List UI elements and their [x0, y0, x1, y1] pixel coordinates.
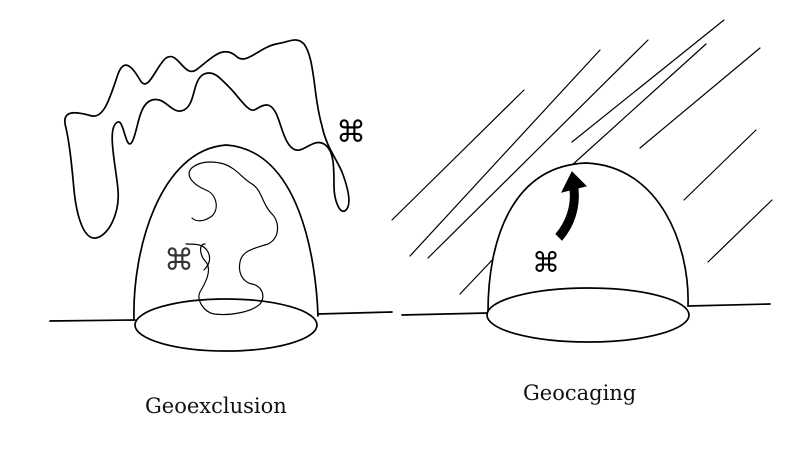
- dome-base-left: [135, 299, 317, 351]
- marker-inside-icon: ⌘: [164, 243, 194, 278]
- marker-caged-icon: ⌘: [532, 246, 560, 279]
- caption-geocaging: Geocaging: [523, 381, 636, 405]
- inner-wavy-path: [189, 162, 277, 315]
- ground-line-left: [50, 312, 392, 321]
- dome-base-right: [487, 288, 689, 342]
- marker-outside-icon: ⌘: [336, 115, 366, 150]
- caption-geoexclusion: Geoexclusion: [145, 394, 287, 418]
- outer-wavy-region: [65, 40, 349, 238]
- dome-left: [134, 145, 318, 320]
- geoexclusion-panel: ⌘ ⌘: [50, 40, 392, 351]
- geocaging-panel: ⌘: [392, 20, 772, 342]
